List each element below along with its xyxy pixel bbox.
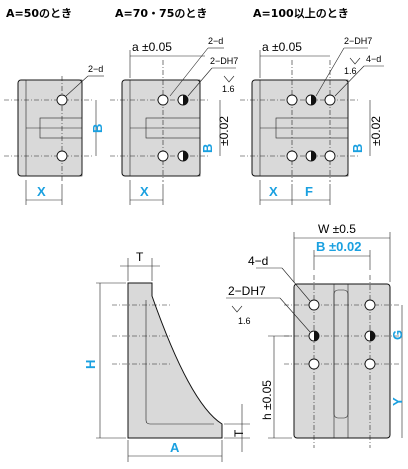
label-4d-front: 4−d	[248, 254, 268, 268]
dim-b-v1: B	[90, 124, 105, 133]
dim-a: A	[170, 440, 180, 455]
view-a70: a ±0.05 2−d 2−DH7 1.6 B ±0.02 X	[110, 36, 238, 205]
dim-x-v2: X	[140, 184, 149, 199]
dim-t-top: T	[136, 250, 144, 264]
label-2dh7-front: 2−DH7	[228, 284, 266, 298]
dim-b-front: B ±0.02	[316, 239, 361, 254]
dim-b-v2: B	[200, 144, 215, 153]
dim-b-tol-v2: ±0.02	[217, 116, 231, 146]
roughness-front: 1.6	[238, 316, 251, 326]
dim-w: W ±0.5	[318, 222, 356, 236]
label-4d-v3: 4−d	[366, 54, 381, 64]
dim-h-small: h ±0.05	[260, 380, 274, 420]
dim-a-v2: a ±0.05	[132, 40, 172, 54]
label-2dh7-v3: 2−DH7	[344, 36, 372, 46]
dim-b-v3: B	[350, 144, 365, 153]
dim-f-v3: F	[305, 184, 313, 199]
roughness-v3: 1.6	[344, 66, 357, 76]
dim-h: H	[83, 360, 98, 369]
label-2dh7-v2: 2−DH7	[210, 56, 238, 66]
front-view: W ±0.5 B ±0.02 4−d 2−DH7 1.6 h ±0.05 G Y	[226, 222, 405, 448]
dim-a-v3: a ±0.05	[262, 40, 302, 54]
header-a50: A=50のとき	[6, 7, 72, 20]
dim-g: G	[390, 330, 405, 340]
header-a100: A=100以上のとき	[253, 6, 349, 20]
dim-t-right: T	[232, 429, 246, 437]
view-a50: 2−d B X	[4, 64, 105, 205]
label-2d-v2: 2−d	[208, 36, 223, 46]
header-a70: A=70・75のとき	[115, 7, 207, 20]
dim-y: Y	[390, 397, 405, 406]
dim-b-tol-v3: ±0.02	[369, 116, 383, 146]
view-a100: a ±0.05 2−DH7 1.6 4−d B ±0.02 X F	[240, 36, 384, 205]
side-view: T H A T	[83, 250, 250, 462]
dim-x-v1: X	[37, 184, 46, 199]
dim-x-v3: X	[269, 184, 278, 199]
label-2d-v1: 2−d	[88, 64, 103, 74]
roughness-v2: 1.6	[222, 84, 235, 94]
